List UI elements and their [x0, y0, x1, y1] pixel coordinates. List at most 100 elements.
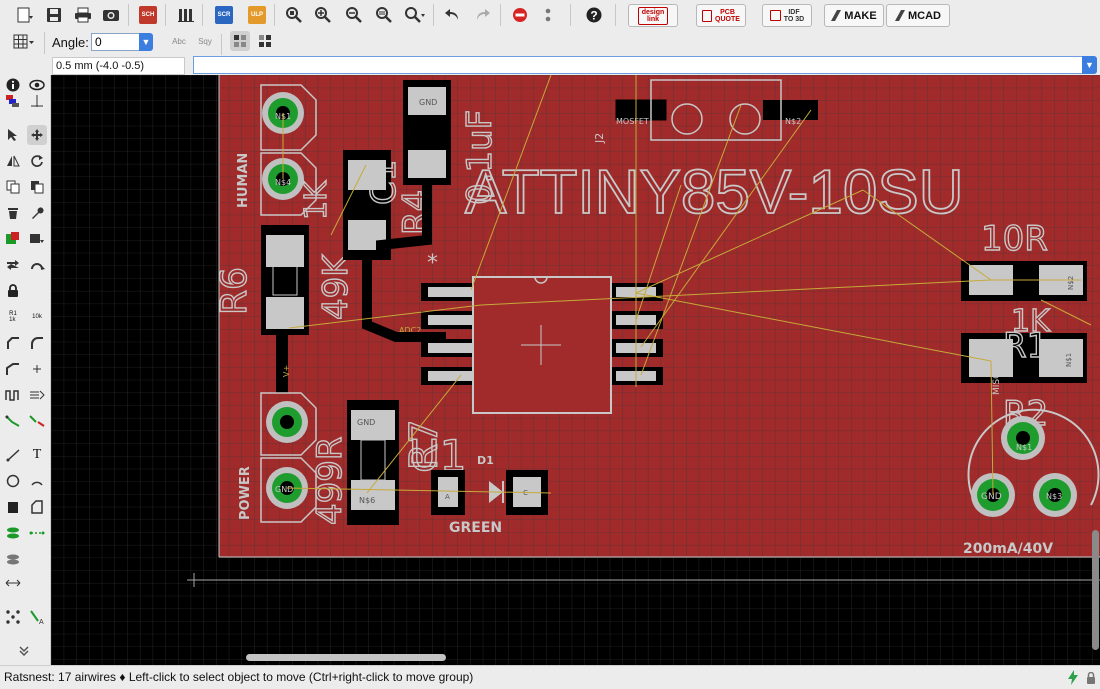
gnd-r7-label: GND — [357, 418, 375, 427]
wrench-icon[interactable] — [27, 203, 47, 223]
command-input[interactable] — [193, 56, 1091, 74]
help-icon[interactable]: ? — [582, 3, 606, 27]
stop-icon[interactable] — [508, 3, 532, 27]
miter-icon[interactable] — [3, 333, 23, 353]
route-icon[interactable] — [27, 359, 47, 379]
split-icon[interactable] — [27, 333, 47, 353]
mirror-on-icon[interactable] — [255, 31, 275, 51]
r6-value-label: 49K — [316, 253, 356, 320]
rectangle-icon[interactable] — [3, 497, 23, 517]
separator — [128, 4, 129, 26]
n4-pad-label: N$4 — [275, 178, 291, 187]
schematic-switch-icon[interactable]: SCH — [136, 3, 160, 27]
autorouter-icon[interactable]: A — [27, 607, 47, 627]
text-style-button[interactable]: Abc — [168, 31, 190, 51]
command-history-dropdown[interactable]: ▼ — [1082, 56, 1097, 74]
idf-label-bottom: TO 3D — [783, 15, 805, 23]
show-eye-icon[interactable] — [27, 75, 47, 95]
print-icon[interactable] — [71, 3, 95, 27]
copy-icon[interactable] — [3, 177, 23, 197]
expand-palette-icon[interactable] — [14, 641, 34, 661]
scr-label: SCR — [215, 6, 233, 24]
angle-input[interactable] — [91, 33, 147, 51]
undo-icon[interactable] — [441, 3, 465, 27]
human-label: HUMAN — [236, 153, 251, 208]
text-tool-icon[interactable]: T — [32, 447, 42, 462]
gnd-c1-label: GND — [419, 98, 437, 107]
value-icon[interactable]: 10k — [32, 314, 42, 320]
arc-icon[interactable] — [27, 471, 47, 491]
ratsnest-icon[interactable] — [3, 607, 23, 627]
add-part-icon[interactable] — [3, 229, 23, 249]
pin1-star: * — [427, 251, 438, 276]
sch-label: SCH — [139, 6, 157, 24]
ulp-icon[interactable]: ULP — [245, 3, 269, 27]
zoom-select-icon[interactable] — [372, 3, 396, 27]
mirror-off-icon[interactable] — [230, 31, 250, 51]
open-file-icon[interactable] — [13, 3, 37, 27]
delete-trash-icon[interactable] — [3, 203, 23, 223]
green-label: GREEN — [449, 520, 502, 536]
mark-icon[interactable] — [27, 91, 47, 111]
polygon-icon[interactable] — [27, 497, 47, 517]
library-icon[interactable] — [174, 3, 198, 27]
hole-icon[interactable] — [3, 549, 23, 569]
angle-dropdown-button[interactable]: ▼ — [139, 33, 153, 51]
board-editor-canvas[interactable]: ATTINY85V-10SU J2 MOSFET N$2 N$1 N$4 HUM… — [51, 75, 1100, 665]
wire-icon[interactable] — [3, 411, 23, 431]
zoom-out-icon[interactable] — [342, 3, 366, 27]
mcad-button[interactable]: MCAD — [886, 4, 950, 27]
lightning-icon[interactable] — [1067, 670, 1079, 685]
pcb-quote-button[interactable]: PCB QUOTE — [696, 4, 746, 27]
more-options-icon[interactable] — [536, 3, 560, 27]
n2-label: N$2 — [785, 117, 801, 126]
paste-icon[interactable] — [27, 177, 47, 197]
dimension-icon[interactable] — [3, 573, 23, 593]
pcb-drawing: ATTINY85V-10SU J2 MOSFET N$2 N$1 N$4 HUM… — [51, 75, 1100, 665]
zoom-in-icon[interactable] — [311, 3, 335, 27]
move-icon[interactable] — [27, 125, 47, 145]
optimize-icon[interactable] — [3, 359, 23, 379]
layers-icon[interactable] — [3, 91, 23, 111]
mirror-icon[interactable] — [3, 151, 23, 171]
info-icon[interactable] — [3, 75, 23, 95]
lock-icon[interactable] — [3, 281, 23, 301]
redo-icon[interactable] — [470, 3, 494, 27]
signal-icon[interactable] — [27, 523, 47, 543]
d1-label: D1 — [477, 454, 494, 467]
via-icon[interactable] — [3, 523, 23, 543]
vertical-scrollbar[interactable] — [1092, 530, 1099, 650]
angle-label: Angle: — [52, 35, 89, 50]
bus-icon[interactable] — [27, 385, 47, 405]
design-link-button[interactable]: design link — [628, 4, 678, 27]
circle-icon[interactable] — [3, 471, 23, 491]
cam-processor-icon[interactable] — [99, 3, 123, 27]
rip-icon[interactable] — [27, 255, 47, 275]
lock-status-icon[interactable] — [1086, 672, 1096, 684]
rotate-icon[interactable] — [27, 151, 47, 171]
idf-label-top: IDF — [788, 8, 800, 16]
zoom-area-icon[interactable] — [403, 3, 427, 27]
make-button[interactable]: MAKE — [824, 4, 884, 27]
meander-icon[interactable] — [3, 385, 23, 405]
mosfet-pin-label: MOSFET — [616, 117, 649, 126]
ripup-icon[interactable] — [27, 411, 47, 431]
separator — [202, 4, 203, 26]
save-icon[interactable] — [42, 3, 66, 27]
script-icon[interactable]: SCR — [212, 3, 236, 27]
zoom-fit-icon[interactable] — [282, 3, 306, 27]
line-icon[interactable] — [3, 445, 23, 465]
power-label: POWER — [238, 466, 253, 520]
idf-to-3d-button[interactable]: IDF TO 3D — [762, 4, 812, 27]
replace-icon[interactable] — [27, 229, 47, 249]
text-sqy-button[interactable]: Sqy — [194, 31, 216, 51]
chevron-down-icon: ▼ — [1085, 60, 1094, 70]
n2-r-label: N$2 — [1067, 276, 1075, 290]
horizontal-scrollbar[interactable] — [246, 654, 446, 661]
grid-icon[interactable] — [12, 30, 36, 54]
pcb-quote-icon — [702, 9, 713, 22]
select-icon[interactable] — [3, 125, 23, 145]
swap-icon[interactable] — [3, 255, 23, 275]
